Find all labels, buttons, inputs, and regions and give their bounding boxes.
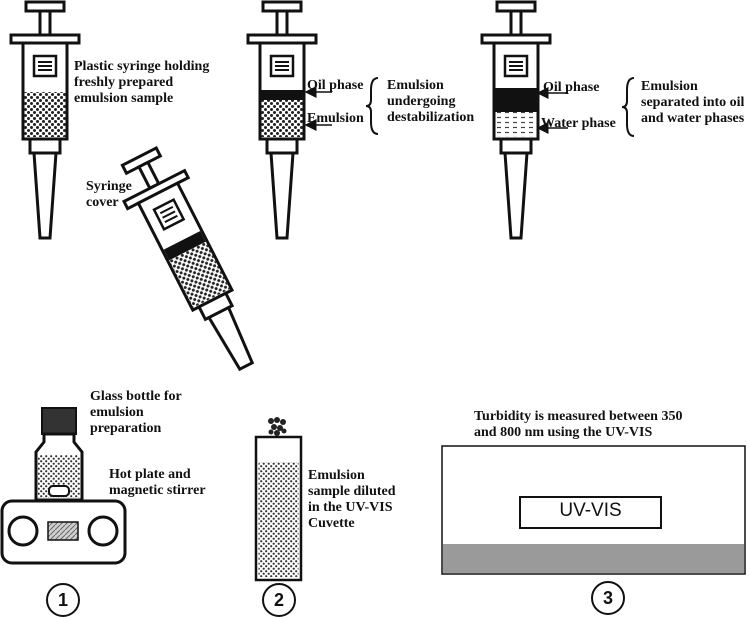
hot-plate-label-line: Hot plate and (109, 467, 191, 482)
turbidity-label-line: Turbidity is measured between 350 (474, 409, 683, 424)
syringe-1-cover (32, 151, 58, 240)
syringe-2-state-line: undergoing (387, 94, 456, 109)
turbidity-label-line: and 800 nm using the UV-VIS (474, 425, 653, 440)
turbidity-label: Turbidity is measured between 350 and 80… (474, 409, 682, 441)
hot-plate-knob-left (7, 515, 39, 547)
syringe-3-brace (621, 77, 635, 137)
stir-bar (48, 485, 70, 497)
hot-plate-label: Hot plate and magnetic stirrer (109, 467, 206, 499)
syringe-3-state-line: separated into oil (641, 95, 745, 110)
syringe-1-hub (28, 137, 62, 155)
bottle-cap (41, 407, 77, 435)
falling-droplet (268, 417, 287, 436)
syringe-3-oil-phase-label: Oil phase (543, 80, 600, 95)
step-1-preparation (0, 407, 127, 565)
cuvette-label-line: in the UV-VIS (308, 500, 393, 515)
syringe-2-emulsion-fill (261, 100, 303, 137)
syringe-2-oil-phase-label: Oil phase (307, 78, 364, 93)
syringe-1-label-line: freshly prepared (74, 75, 174, 90)
syringe-1-fresh-emulsion (9, 0, 81, 240)
glass-bottle-label-line: preparation (90, 421, 162, 436)
syringe-2-oil-phase (261, 90, 303, 100)
syringe-3-water-phase (495, 112, 537, 137)
syringe-1-plunger-rod (38, 9, 52, 37)
syringe-cover-label: Syringe cover (86, 179, 132, 211)
syringe-2-destabilizing (246, 0, 318, 240)
step-3-number: 3 (591, 581, 625, 615)
syringe-3-state-line: and water phases (641, 111, 745, 126)
syringe-3-state-label: Emulsion separated into oil and water ph… (641, 79, 744, 127)
syringe-3-separated (480, 0, 552, 240)
step-2-number: 2 (262, 583, 296, 617)
syringe-1-label-line: Plastic syringe holding (74, 59, 210, 74)
cuvette-label: Emulsion sample diluted in the UV-VIS Cu… (308, 468, 396, 532)
syringe-tilted-dispensing (120, 145, 255, 372)
syringe-1-label-line: emulsion sample (74, 91, 174, 106)
step-1-number: 1 (46, 583, 80, 617)
syringe-2-emulsion-label: Emulsion (307, 111, 364, 126)
cuvette-label-line: Cuvette (308, 516, 355, 531)
hot-plate-label-line: magnetic stirrer (109, 483, 206, 498)
cuvette-label-line: Emulsion (308, 468, 365, 483)
syringe-3-water-phase-label: Water phase (541, 116, 616, 131)
hot-plate-knob-right (87, 515, 119, 547)
syringe-1-label: Plastic syringe holding freshly prepared… (74, 59, 209, 107)
syringe-2-state-line: Emulsion (387, 78, 444, 93)
syringe-2-state-line: destabilization (387, 110, 475, 125)
syringe-2-state-label: Emulsion undergoing destabilization (387, 78, 474, 126)
glass-bottle-label-line: Glass bottle for (90, 389, 182, 404)
cuvette-diluted-sample (258, 462, 299, 577)
glass-bottle-label: Glass bottle for emulsion preparation (90, 389, 182, 437)
syringe-cover-label-line: cover (86, 195, 119, 210)
syringe-cover-label-line: Syringe (86, 179, 132, 194)
uv-vis-base (443, 544, 744, 573)
glass-bottle-label-line: emulsion (90, 405, 144, 420)
uv-vis-display (519, 496, 662, 529)
syringe-1-emulsion-fill (24, 92, 66, 137)
syringe-2-brace (365, 77, 379, 135)
uv-vis-display-label: UV-VIS (559, 500, 622, 521)
cuvette-label-line: sample diluted (308, 484, 396, 499)
syringe-3-oil-phase (495, 88, 537, 112)
syringe-3-state-line: Emulsion (641, 79, 698, 94)
hot-plate-display (47, 521, 79, 541)
